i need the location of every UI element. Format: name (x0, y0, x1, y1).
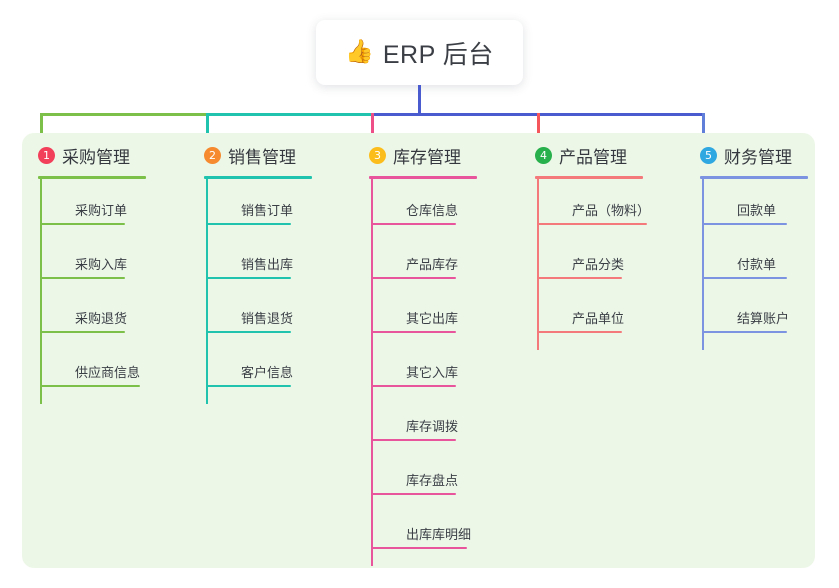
list-item-underline (40, 223, 125, 225)
list-item-underline (537, 331, 622, 333)
list-item-underline (206, 223, 291, 225)
list-item-label: 库存调拨 (406, 419, 459, 434)
list-item-underline (371, 385, 456, 387)
list-item-underline (537, 223, 647, 225)
list-item-underline (40, 331, 125, 333)
column-title-col-inventory: 库存管理 (393, 147, 461, 167)
root-node-title: ERP 后台 (382, 40, 494, 69)
list-item-underline (206, 277, 291, 279)
column-spine-col-purchase (40, 178, 42, 404)
list-item-underline (371, 547, 467, 549)
column-underline-col-purchase (38, 176, 146, 179)
column-col-sales: 2 销售管理销售订单销售出库销售退货客户信息 (188, 143, 312, 404)
column-header-col-sales[interactable]: 2 销售管理 (188, 143, 296, 167)
column-header-col-finance[interactable]: 5 财务管理 (684, 143, 792, 167)
drop-line-col-finance (702, 113, 705, 145)
list-item-underline (206, 331, 291, 333)
list-item-underline (371, 331, 456, 333)
thumbs-up-icon: 👍 (345, 38, 374, 64)
list-item-label: 采购入库 (75, 257, 128, 272)
column-badge-1: 1 (38, 146, 55, 164)
list-item-label: 产品分类 (572, 257, 625, 272)
drop-line-col-inventory (371, 113, 374, 145)
list-item-underline (40, 277, 125, 279)
column-col-inventory: 3 库存管理仓库信息产品库存其它出库其它入库库存调拨库存盘点出库库明细 (353, 143, 477, 566)
list-item-label: 付款单 (737, 257, 777, 272)
column-spine-col-product (537, 178, 539, 350)
list-item-label: 其它入库 (406, 365, 459, 380)
drop-line-col-purchase (40, 113, 43, 145)
list-item-label: 销售出库 (241, 257, 294, 272)
list-item-underline (702, 277, 787, 279)
column-title-col-product: 产品管理 (559, 147, 627, 167)
column-underline-col-inventory (369, 176, 477, 179)
list-item-label: 产品（物料） (572, 203, 651, 218)
list-item-underline (371, 493, 456, 495)
column-badge-3: 3 (369, 146, 386, 164)
list-item-underline (40, 385, 140, 387)
drop-line-col-product (537, 113, 540, 145)
list-item-label: 产品单位 (572, 311, 625, 326)
column-spine-col-finance (702, 178, 704, 350)
list-item-label: 其它出库 (406, 311, 459, 326)
list-item-label: 销售订单 (241, 203, 294, 218)
list-item-label: 回款单 (737, 203, 777, 218)
column-title-col-purchase: 采购管理 (62, 147, 130, 167)
column-col-finance: 5 财务管理回款单付款单结算账户 (684, 143, 808, 350)
list-item-underline (537, 277, 622, 279)
column-spine-col-sales (206, 178, 208, 404)
list-item-underline (206, 385, 291, 387)
bus-segment-1 (40, 113, 206, 116)
list-item-label: 采购订单 (75, 203, 128, 218)
list-item-underline (702, 223, 787, 225)
list-item-label: 库存盘点 (406, 473, 459, 488)
list-item-label: 结算账户 (737, 311, 790, 326)
column-badge-2: 2 (204, 146, 221, 164)
list-item-label: 客户信息 (241, 365, 294, 380)
column-underline-col-sales (204, 176, 312, 179)
column-badge-5: 5 (700, 146, 717, 164)
column-col-purchase: 1 采购管理采购订单采购入库采购退货供应商信息 (22, 143, 146, 404)
column-title-col-sales: 销售管理 (228, 147, 296, 167)
list-item-label: 产品库存 (406, 257, 459, 272)
column-badge-4: 4 (535, 146, 552, 164)
drop-line-col-sales (206, 113, 209, 145)
list-item-underline (702, 331, 787, 333)
column-col-product: 4 产品管理产品（物料） 产品分类产品单位 (519, 143, 650, 350)
list-item-label: 出库库明细 (406, 527, 472, 542)
root-stem-line (418, 85, 421, 116)
list-item-underline (371, 277, 456, 279)
column-title-col-finance: 财务管理 (724, 147, 792, 167)
list-item-underline (371, 223, 456, 225)
column-header-col-inventory[interactable]: 3 库存管理 (353, 143, 461, 167)
list-item-label: 供应商信息 (75, 365, 141, 380)
list-item-underline (371, 439, 456, 441)
list-item-label: 采购退货 (75, 311, 128, 326)
column-underline-col-product (535, 176, 643, 179)
column-header-col-purchase[interactable]: 1 采购管理 (22, 143, 130, 167)
list-item-label: 销售退货 (241, 311, 294, 326)
column-spine-col-inventory (371, 178, 373, 566)
column-underline-col-finance (700, 176, 808, 179)
list-item-label: 仓库信息 (406, 203, 459, 218)
column-header-col-product[interactable]: 4 产品管理 (519, 143, 627, 167)
bus-segment-2 (206, 113, 371, 116)
diagram-panel (22, 133, 815, 568)
root-node-card[interactable]: 👍 ERP 后台 (316, 20, 523, 85)
